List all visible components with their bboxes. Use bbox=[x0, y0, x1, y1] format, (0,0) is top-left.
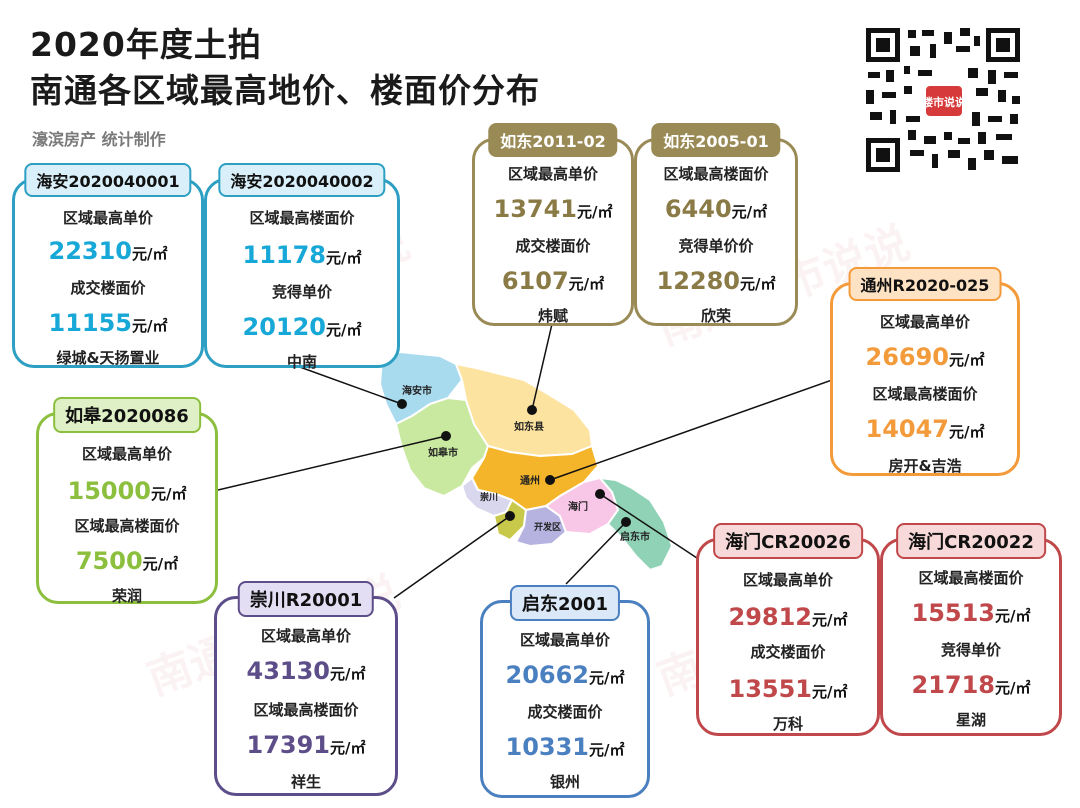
label-2: 成交楼面价 bbox=[750, 643, 826, 661]
label-1: 区域最高单价 bbox=[519, 631, 610, 649]
label-2: 竞得单价价 bbox=[678, 237, 754, 255]
buyer: 银州 bbox=[549, 773, 580, 791]
label-1: 区域最高单价 bbox=[81, 445, 172, 463]
card-header: 海门CR20022 bbox=[896, 523, 1046, 559]
label-2: 竞得单价 bbox=[271, 283, 332, 301]
value-1: 22310元/㎡ bbox=[48, 237, 168, 265]
value-1: 20662元/㎡ bbox=[505, 661, 625, 689]
label-2: 成交楼面价 bbox=[527, 703, 603, 721]
buyer: 欣荣 bbox=[700, 307, 731, 325]
title-line1: 2020年度土拍 bbox=[30, 25, 262, 64]
label-2: 成交楼面价 bbox=[515, 237, 591, 255]
map-label-chongchuan: 崇川 bbox=[480, 491, 498, 503]
map-label-haimen: 海门 bbox=[568, 500, 588, 513]
value-2: 10331元/㎡ bbox=[505, 733, 625, 761]
label-1: 区域最高楼面价 bbox=[249, 209, 355, 227]
card-haian-2020040002: 海安2020040002 区域最高楼面价 11178元/㎡ 竞得单价 20120… bbox=[204, 163, 400, 371]
label-1: 区域最高楼面价 bbox=[918, 569, 1024, 587]
label-1: 区域最高单价 bbox=[507, 165, 598, 183]
label-2: 区域最高楼面价 bbox=[872, 385, 978, 403]
label-2: 区域最高楼面价 bbox=[253, 701, 359, 719]
value-2: 13551元/㎡ bbox=[728, 675, 848, 703]
buyer: 万科 bbox=[772, 715, 803, 733]
card-header: 崇川R20001 bbox=[237, 581, 375, 617]
value-1: 11178元/㎡ bbox=[242, 241, 362, 269]
map-label-qidong: 启东市 bbox=[620, 530, 650, 543]
value-2: 20120元/㎡ bbox=[242, 313, 362, 341]
card-qidong-2001: 启东2001 区域最高单价 20662元/㎡ 成交楼面价 10331元/㎡ 银州 bbox=[480, 585, 650, 798]
label-1: 区域最高单价 bbox=[260, 627, 351, 645]
buyer: 房开&吉浩 bbox=[888, 457, 962, 475]
map-label-haian: 海安市 bbox=[402, 384, 432, 397]
card-rudong-2011-02: 如东2011-02 区域最高单价 13741元/㎡ 成交楼面价 6107元/㎡ … bbox=[472, 123, 634, 326]
card-header: 海安2020040001 bbox=[24, 163, 192, 197]
card-header: 通州R2020-025 bbox=[848, 267, 1002, 301]
label-2: 竞得单价 bbox=[940, 641, 1001, 659]
buyer: 中南 bbox=[286, 353, 317, 371]
connector-rudong bbox=[531, 323, 553, 411]
qr-label: 楼市说说 bbox=[922, 95, 966, 109]
card-rudong-2005-01: 如东2005-01 区域最高楼面价 6440元/㎡ 竞得单价价 12280元/㎡… bbox=[634, 123, 798, 326]
map-label-rudong: 如东县 bbox=[514, 420, 544, 433]
connector-haimen bbox=[599, 493, 701, 561]
subtitle: 濠滨房产 统计制作 bbox=[32, 130, 166, 149]
card-chongchuan-r20001: 崇川R20001 区域最高单价 43130元/㎡ 区域最高楼面价 17391元/… bbox=[214, 581, 398, 796]
label-2: 成交楼面价 bbox=[70, 279, 146, 297]
map-label-kaifaqu: 开发区 bbox=[534, 521, 561, 533]
map-label-rugao: 如皋市 bbox=[428, 446, 458, 459]
buyer: 星湖 bbox=[955, 711, 986, 729]
value-1: 15000元/㎡ bbox=[67, 477, 187, 505]
card-rugao-2020086: 如皋2020086 区域最高单价 15000元/㎡ 区域最高楼面价 7500元/… bbox=[36, 397, 218, 605]
connector-chongchuan bbox=[393, 515, 511, 599]
label-2: 区域最高楼面价 bbox=[74, 517, 180, 535]
card-haimen-cr20022: 海门CR20022 区域最高楼面价 15513元/㎡ 竞得单价 21718元/㎡… bbox=[880, 523, 1062, 736]
connector-tongzhou bbox=[549, 379, 833, 481]
buyer: 炜赋 bbox=[537, 307, 568, 325]
connector-haian bbox=[285, 361, 403, 405]
connector-qidong bbox=[565, 521, 627, 585]
value-2: 21718元/㎡ bbox=[911, 671, 1031, 699]
card-haian-2020040001: 海安2020040001 区域最高单价 22310元/㎡ 成交楼面价 11155… bbox=[12, 163, 204, 368]
card-tongzhou-r2020-025: 通州R2020-025 区域最高单价 26690元/㎡ 区域最高楼面价 1404… bbox=[830, 267, 1020, 476]
value-2: 12280元/㎡ bbox=[656, 267, 776, 295]
card-header: 如皋2020086 bbox=[53, 397, 201, 433]
label-1: 区域最高单价 bbox=[62, 209, 153, 227]
connector-rugao bbox=[217, 435, 447, 491]
label-1: 区域最高单价 bbox=[742, 571, 833, 589]
value-1: 15513元/㎡ bbox=[911, 599, 1031, 627]
card-haimen-cr20026: 海门CR20026 区域最高单价 29812元/㎡ 成交楼面价 13551元/㎡… bbox=[696, 523, 880, 736]
value-1: 43130元/㎡ bbox=[246, 657, 366, 685]
value-1: 26690元/㎡ bbox=[865, 343, 985, 371]
buyer: 荣润 bbox=[111, 587, 142, 605]
card-header: 海安2020040002 bbox=[218, 163, 386, 197]
qr-code-image: 楼市说说 bbox=[864, 26, 1022, 174]
map-region-qidong bbox=[597, 476, 674, 572]
value-2: 17391元/㎡ bbox=[246, 731, 366, 759]
value-2: 7500元/㎡ bbox=[75, 547, 179, 575]
label-1: 区域最高单价 bbox=[879, 313, 970, 331]
buyer: 绿城&天扬置业 bbox=[56, 349, 160, 367]
value-2: 14047元/㎡ bbox=[865, 415, 985, 443]
card-header: 海门CR20026 bbox=[713, 523, 863, 559]
value-2: 11155元/㎡ bbox=[48, 309, 168, 337]
value-2: 6107元/㎡ bbox=[501, 267, 605, 295]
card-header: 如东2011-02 bbox=[488, 123, 618, 157]
value-1: 13741元/㎡ bbox=[493, 195, 613, 223]
card-header: 如东2005-01 bbox=[651, 123, 781, 157]
map-label-tongzhou: 通州 bbox=[520, 475, 540, 487]
card-header: 启东2001 bbox=[509, 585, 621, 621]
title-line2: 南通各区域最高地价、楼面价分布 bbox=[30, 71, 540, 110]
label-1: 区域最高楼面价 bbox=[663, 165, 769, 183]
value-1: 6440元/㎡ bbox=[664, 195, 768, 223]
buyer: 祥生 bbox=[290, 773, 321, 791]
value-1: 29812元/㎡ bbox=[728, 603, 848, 631]
